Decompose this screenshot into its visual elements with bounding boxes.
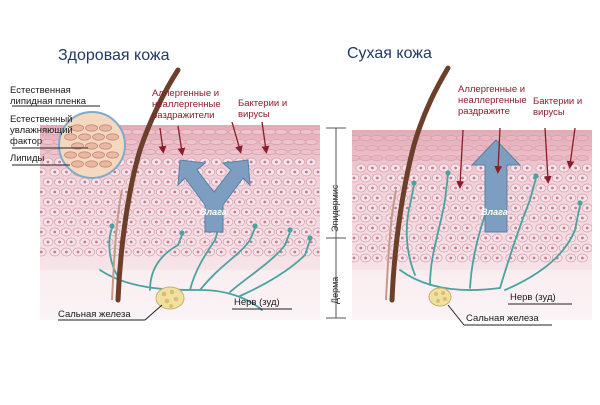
lipid-film-label: Естественная липидная пленка [10,85,87,107]
irritant-arrows [158,121,576,189]
dry-bacteria-label: Бактерии и вирусы [533,96,585,118]
layer-bracket [326,127,346,319]
healthy-sebaceous-label: Сальная железа [58,309,131,320]
dry-sebaceous-label: Сальная железа [466,313,539,324]
healthy-irritants-label: Аллергенные и неаллергенные раздражители [152,88,223,121]
dry-moisture-label: Влага [481,207,508,217]
dry-sebaceous-gland [428,287,452,307]
dermis-label: Дерма [330,277,340,304]
healthy-magnifier [58,111,126,179]
dry-panel: Влага [352,65,592,320]
dry-title: Сухая кожа [347,45,432,62]
healthy-moisture-label: Влага [200,207,227,217]
healthy-nerve-label: Нерв (зуд) [234,297,280,308]
dry-moisture-arrow [470,139,522,233]
epidermis-label: Эпидермис [330,184,340,232]
healthy-bacteria-label: Бактерии и вирусы [238,98,290,120]
healthy-moisture-arrow [177,159,251,233]
dry-irritants-label: Аллергенные и неаллергенные раздражите [458,84,529,117]
moisture-factor-label: Естественный увлажняющий фактор [10,114,75,147]
dry-nerve-label: Нерв (зуд) [510,292,556,303]
healthy-hair [115,67,181,303]
healthy-panel: Влага [40,67,320,320]
healthy-nerve-network [99,227,311,311]
dry-hair [389,65,451,303]
lipids-label: Липиды [10,153,45,164]
healthy-title: Здоровая кожа [58,47,170,64]
